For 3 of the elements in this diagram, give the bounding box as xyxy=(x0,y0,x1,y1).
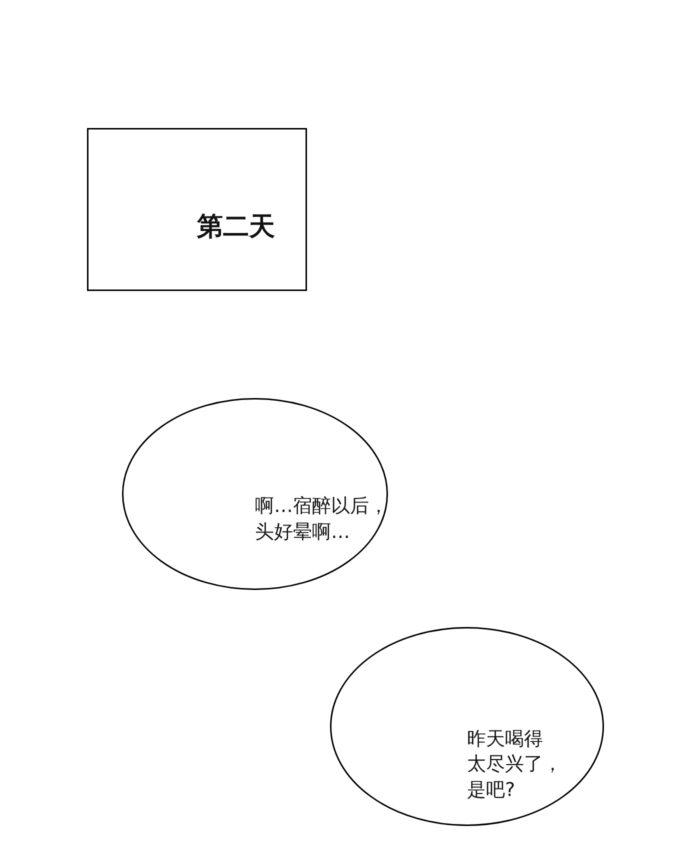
dialogue-text: 昨天喝得太尽兴了，是吧? xyxy=(467,726,562,803)
dialogue-text: 啊…宿醉以后，头好晕啊… xyxy=(255,494,388,545)
caption-text: 第二天 xyxy=(197,210,275,244)
